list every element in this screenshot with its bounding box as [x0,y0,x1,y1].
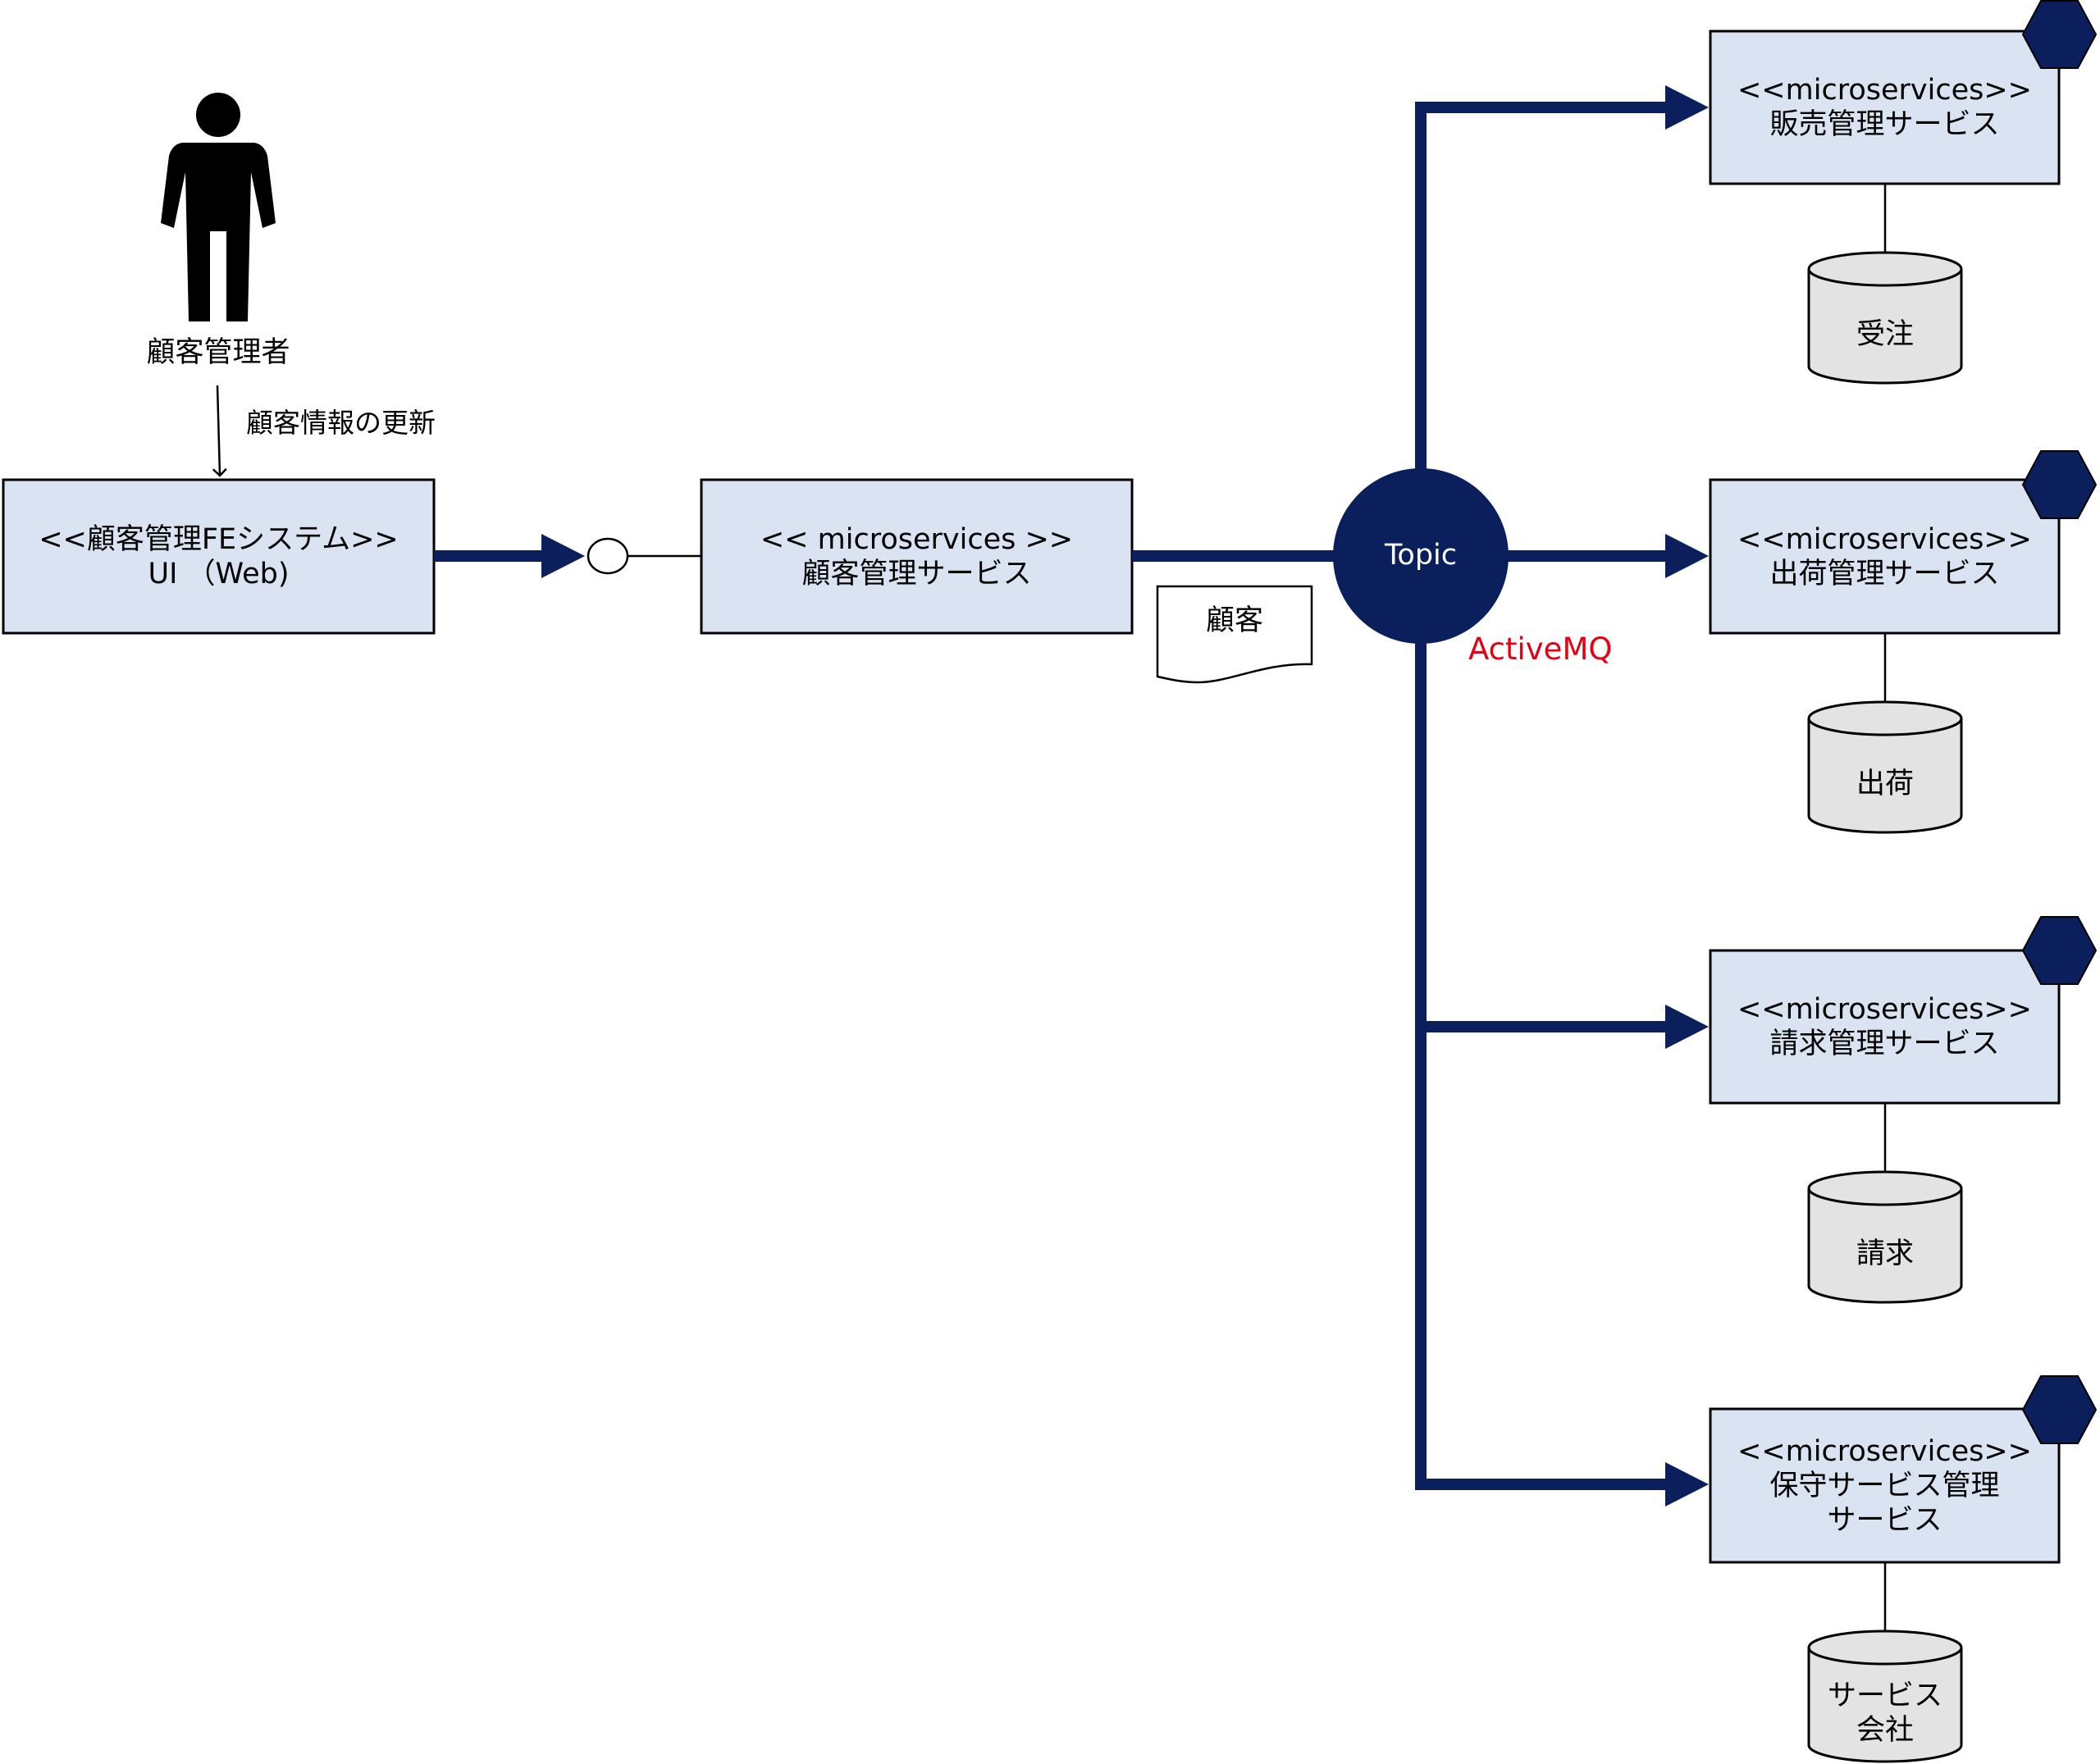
person-icon [161,93,276,321]
database-maintenance[interactable] [1807,1630,1963,1763]
service-box-maintenance[interactable] [1709,1407,2061,1564]
hexagon-icon [2021,0,2098,69]
actor-arrow [212,385,227,477]
service-label-shipping: <<microservices>> 出荷管理サービス [1737,522,2032,590]
database-label-maintenance: サービス 会社 [1827,1680,1942,1747]
fe-system-label: <<顧客管理FEシステム>> UI （Web) [39,522,399,590]
database-billing[interactable] [1807,1170,1963,1304]
actor-name: 顧客管理者 [146,336,290,369]
arrow-head-sales [1665,85,1709,130]
fe-system-box[interactable] [2,478,436,635]
customer-service-box[interactable] [700,478,1134,635]
database-label-billing: 請求 [1856,1238,1914,1270]
arrow-head-billing [1665,1005,1709,1049]
topic-label: Topic [1384,539,1458,572]
database-sales[interactable] [1807,251,1963,385]
service-box-shipping[interactable] [1709,478,2061,635]
arrow-head-maintenance [1665,1462,1709,1506]
topic-circle[interactable] [1333,468,1509,644]
service-box-sales[interactable] [1709,30,2061,185]
service-label-sales: <<microservices>> 販売管理サービス [1737,74,2032,141]
actor-action-label: 顧客情報の更新 [246,407,436,439]
broker-label: ActiveMQ [1468,631,1613,667]
service-label-maintenance: <<microservices>> 保守サービス管理 サービス [1737,1434,2032,1537]
database-label-sales: 受注 [1856,318,1914,351]
customer-service-label: << microservices >> 顧客管理サービス [760,522,1074,590]
hexagon-icon [2021,1375,2098,1444]
interface-circle [587,537,629,575]
service-label-billing: <<microservices>> 請求管理サービス [1737,993,2032,1060]
message-document [1156,585,1313,684]
database-shipping[interactable] [1807,700,1963,834]
hexagon-icon [2021,450,2098,519]
message-label: 顧客 [1205,604,1263,637]
fe-arrow-head [541,534,585,578]
database-label-shipping: 出荷 [1856,768,1914,800]
arrow-head-shipping [1665,534,1709,578]
hexagon-icon [2021,916,2098,985]
